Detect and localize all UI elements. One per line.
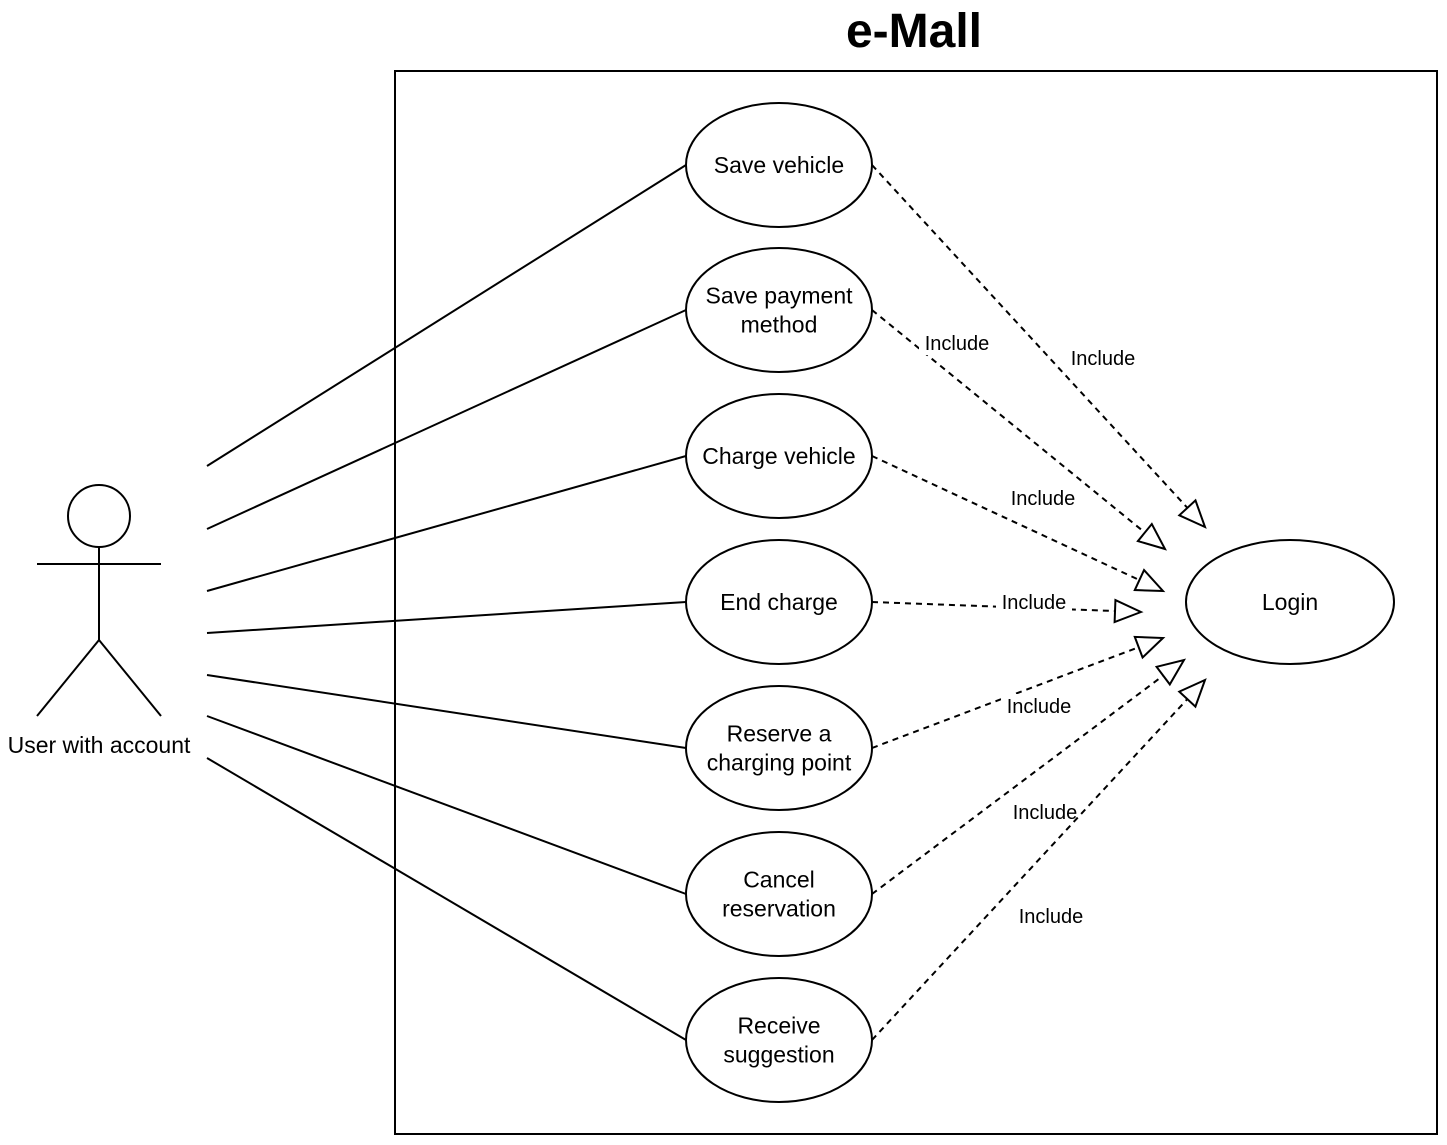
- actor-head-icon: [67, 484, 131, 548]
- diagram-title: e-Mall: [846, 5, 982, 58]
- use-case-reserve-charging-point-ellipse: [685, 685, 873, 811]
- include-arrowhead-icon: [1133, 568, 1166, 593]
- include-arrowhead-icon: [1177, 498, 1207, 529]
- system-boundary: [394, 70, 1438, 1135]
- include-line-save-payment-method: [871, 309, 1146, 534]
- include-label-background: [919, 331, 995, 355]
- association-cancel-reservation: [206, 715, 687, 895]
- use-case-end-charge-label: End charge: [720, 589, 838, 615]
- use-case-reserve-charging-point-label: Reserve a: [727, 721, 832, 747]
- use-case-save-vehicle-label: Save vehicle: [714, 152, 844, 178]
- use-case-login[interactable]: Login: [1185, 539, 1395, 665]
- include-line-end-charge: [871, 601, 1116, 613]
- include-label-receive-suggestion: Include: [1019, 906, 1084, 928]
- include-arrowhead-icon: [1113, 598, 1144, 624]
- include-line-charge-vehicle: [871, 455, 1140, 581]
- include-label-end-charge: Include: [1002, 592, 1067, 614]
- include-label-charge-vehicle: Include: [1011, 488, 1076, 510]
- include-label-background: [1007, 800, 1083, 824]
- include-arrowhead-icon: [1154, 658, 1187, 687]
- use-case-charge-vehicle-ellipse: [685, 393, 873, 519]
- use-case-save-payment-method[interactable]: Save payment method: [685, 247, 873, 373]
- use-case-cancel-reservation-label: Cancel: [743, 867, 815, 893]
- use-case-save-vehicle-ellipse: [685, 102, 873, 228]
- association-charge-vehicle: [206, 455, 687, 592]
- include-label-save-vehicle: Include: [1071, 348, 1136, 370]
- include-label-background: [1005, 486, 1081, 510]
- include-arrowhead-icon: [1133, 635, 1166, 660]
- use-case-receive-suggestion-label: Receive: [737, 1013, 820, 1039]
- use-case-receive-suggestion[interactable]: Receive suggestion: [685, 977, 873, 1103]
- use-case-login-ellipse: [1185, 539, 1395, 665]
- use-case-save-payment-method-label: method: [741, 312, 818, 338]
- actor-right-leg: [98, 639, 162, 717]
- include-line-reserve-charging-point: [871, 646, 1140, 749]
- use-case-cancel-reservation-label: reservation: [722, 896, 836, 922]
- include-relationships: IncludeIncludeIncludeIncludeIncludeInclu…: [871, 164, 1207, 1041]
- use-case-end-charge-ellipse: [685, 539, 873, 665]
- actor-left-leg: [36, 639, 100, 717]
- use-case-end-charge[interactable]: End charge: [685, 539, 873, 665]
- include-arrowhead-icon: [1177, 678, 1207, 709]
- use-case-cancel-reservation[interactable]: Cancel reservation: [685, 831, 873, 957]
- use-case-receive-suggestion-ellipse: [685, 977, 873, 1103]
- include-label-cancel-reservation: Include: [1013, 802, 1078, 824]
- use-case-save-payment-method-label: Save payment: [705, 283, 853, 309]
- association-save-vehicle: [206, 164, 687, 467]
- actor[interactable]: User with account: [8, 484, 191, 758]
- include-label-background: [1001, 694, 1077, 718]
- include-label-save-payment-method: Include: [925, 333, 990, 355]
- include-label-reserve-charging-point: Include: [1007, 696, 1072, 718]
- include-line-receive-suggestion: [871, 698, 1189, 1041]
- use-case-login-label: Login: [1262, 589, 1318, 615]
- use-case-save-payment-method-ellipse: [685, 247, 873, 373]
- include-arrowhead-icon: [1136, 522, 1167, 551]
- use-case-cancel-reservation-ellipse: [685, 831, 873, 957]
- use-case-receive-suggestion-label: suggestion: [723, 1042, 834, 1068]
- include-line-cancel-reservation: [871, 674, 1164, 895]
- use-case-reserve-charging-point-label: charging point: [707, 750, 852, 776]
- association-save-payment-method: [206, 309, 687, 530]
- include-label-background: [1065, 346, 1141, 370]
- association-receive-suggestion: [206, 757, 687, 1041]
- use-case-charge-vehicle-label: Charge vehicle: [702, 443, 855, 469]
- use-case-charge-vehicle[interactable]: Charge vehicle: [685, 393, 873, 519]
- use-case-save-vehicle[interactable]: Save vehicle: [685, 102, 873, 228]
- association-reserve-charging-point: [206, 674, 687, 749]
- association-lines: [206, 164, 687, 1041]
- use-case-reserve-charging-point[interactable]: Reserve a charging point: [685, 685, 873, 811]
- association-end-charge: [206, 601, 687, 634]
- actor-label: User with account: [8, 732, 191, 758]
- include-line-save-vehicle: [871, 164, 1189, 509]
- include-label-background: [996, 590, 1072, 614]
- include-label-background: [1013, 904, 1089, 928]
